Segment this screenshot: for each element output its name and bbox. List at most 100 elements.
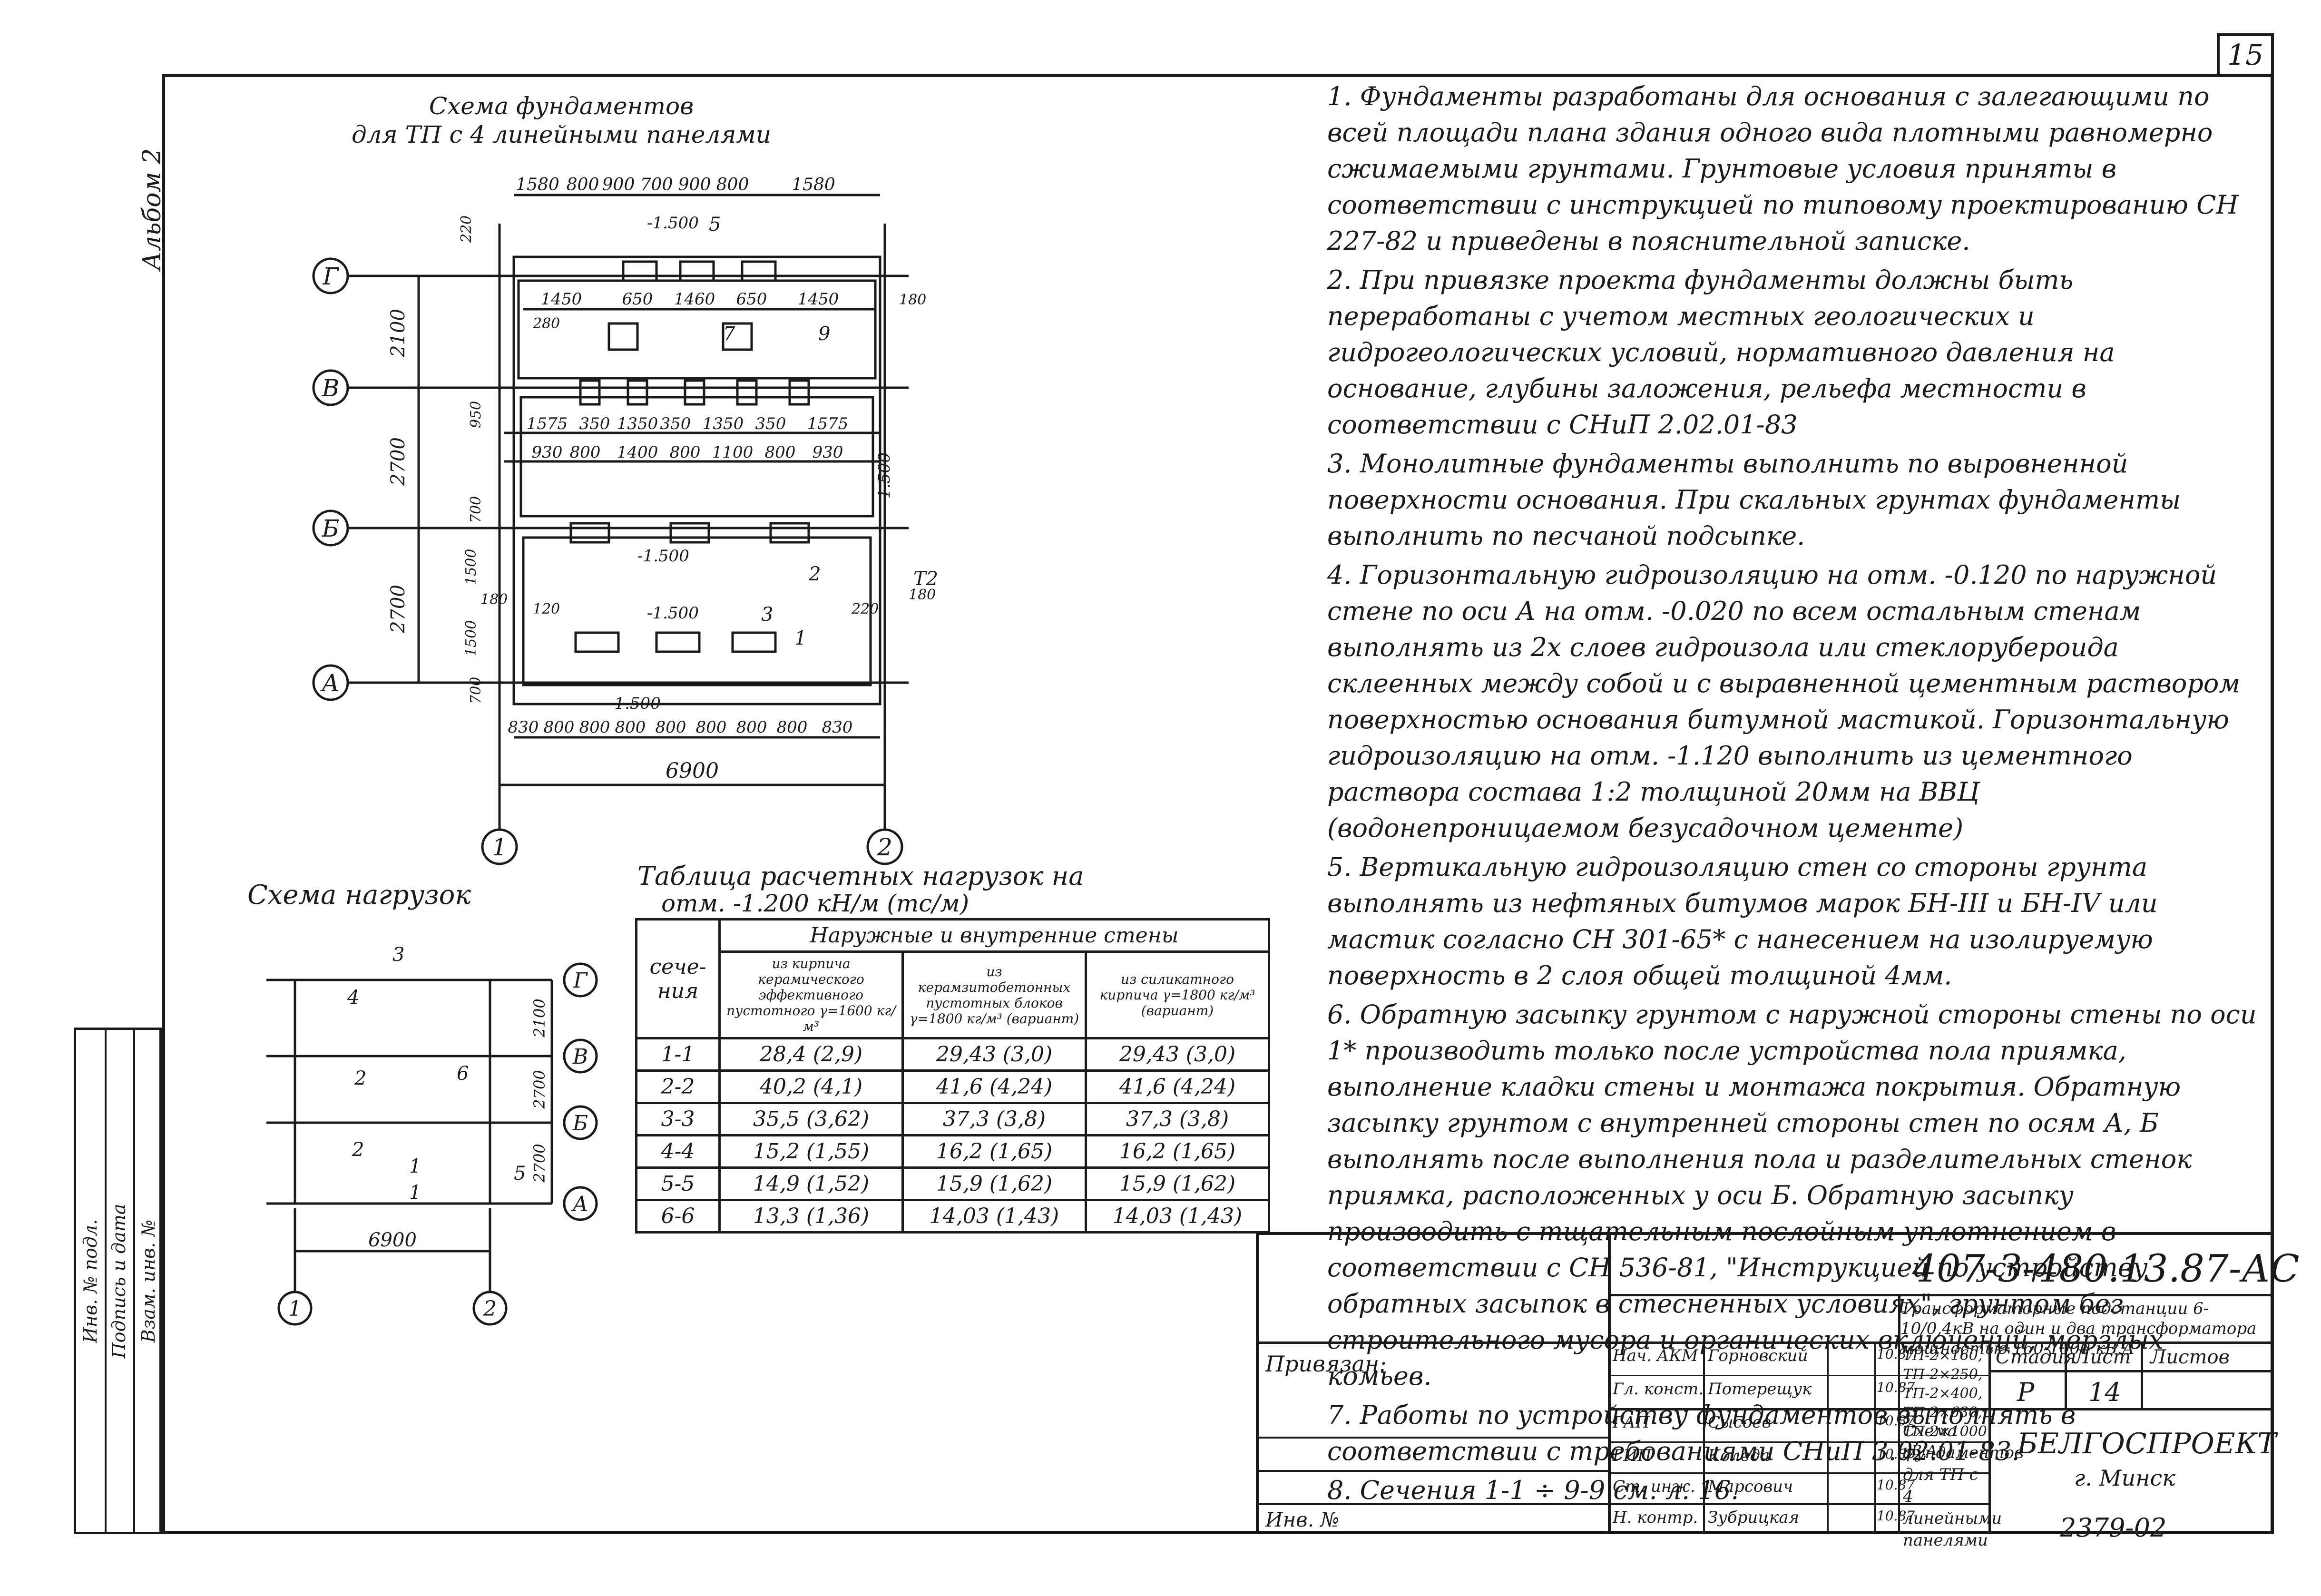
table-cell: 14,03 (1,43) [901, 1199, 1087, 1234]
mid-dim: 1460 [674, 290, 715, 309]
section-mark: 2 [808, 563, 821, 585]
signer-role: Ст. инж. [1613, 1477, 1695, 1496]
project-title: Трансформаторные подстанции 6-10/0,4кВ н… [1900, 1299, 2257, 1358]
table-cell: 2-2 [635, 1069, 721, 1104]
small-dim: 180 [909, 587, 936, 603]
loads-axis-b: Б [572, 1111, 588, 1136]
bottom-dim: 800 [579, 718, 610, 737]
table-cell: 29,43 (3,0) [1085, 1037, 1270, 1072]
table-cell: 41,6 (4,24) [1085, 1069, 1270, 1104]
table-cell: 4-4 [635, 1134, 721, 1169]
note-item: 6. Обратную засыпку грунтом с наружной с… [1327, 999, 2257, 1391]
elevation-mark: -1.500 [875, 452, 894, 504]
row2-dim: 1100 [712, 443, 754, 462]
row1-dim: 350 [660, 414, 691, 433]
table-cell: 3-3 [635, 1102, 721, 1136]
section-mark: T2 [913, 568, 938, 590]
note-item: 3. Монолитные фундаменты выполнить по вы… [1327, 449, 2181, 551]
load-table-title-2: отм. -1.200 кН/м (тс/м) [661, 890, 970, 917]
bottom-dim: 800 [736, 718, 767, 737]
bottom-dim: 830 [508, 718, 539, 737]
loads-section: 1 [409, 1182, 421, 1204]
top-dim: 800 [567, 175, 599, 195]
row1-dim: 1575 [527, 414, 568, 433]
doc-code: 407-3-480.13.87-АС [1912, 1246, 2300, 1291]
sheets-header: Листов [2150, 1346, 2230, 1368]
signer-role: Н. контр. [1613, 1508, 1698, 1527]
table-cell: 5-5 [635, 1166, 721, 1201]
load-table-col-header: из кирпича керамического эффективного пу… [718, 950, 904, 1039]
sheet-header: Лист [2074, 1346, 2131, 1368]
signer-name: Коледа [1708, 1446, 1770, 1465]
left-dim-2: 2700 [387, 437, 409, 486]
loads-title: Схема нагрузок [247, 880, 471, 911]
table-cell: 13,3 (1,36) [718, 1199, 904, 1234]
sheet-title: Схема фундаментов для ТП с 4 линейными п… [1903, 1421, 2024, 1550]
signer-name: Марсович [1708, 1477, 1793, 1496]
load-table-col-header: из керамзитобетонных пустотных блоков γ=… [901, 950, 1087, 1039]
note-item: 8. Сечения 1-1 ÷ 9-9 см. л. 16. [1327, 1475, 1739, 1505]
row2-dim: 1400 [617, 443, 658, 462]
loads-side-dim: 2100 [530, 999, 548, 1038]
axis-letter-a: А [320, 669, 340, 697]
mid-dim: 650 [622, 290, 653, 309]
load-table-group-header: Наружные и внутренние стены [718, 918, 1270, 953]
stage-value: Р [2017, 1377, 2035, 1407]
project-subtitle: ТП-2×160, ТП-2×250, ТП-2×400, ТП 2×630, … [1903, 1347, 1987, 1459]
mid-dim: 1450 [798, 290, 839, 309]
row1-dim: 350 [579, 414, 610, 433]
small-dim: 220 [458, 215, 475, 243]
axis-number-1: 1 [492, 833, 507, 861]
elevation-mark: -1.500 [609, 694, 661, 713]
signer-date: 10.87 [1877, 1380, 1915, 1395]
table-cell: 16,2 (1,65) [901, 1134, 1087, 1169]
loads-axis-2: 2 [483, 1297, 497, 1321]
side-album-label: Альбом 2 [138, 148, 166, 271]
foundation-title-1: Схема фундаментов [429, 92, 694, 120]
axis-letter-v: В [322, 374, 340, 402]
bottom-dim: 800 [696, 718, 727, 737]
top-dim: 800 [716, 175, 749, 195]
signer-date: 10.87 [1877, 1508, 1915, 1524]
table-cell: 37,3 (3,8) [1085, 1102, 1270, 1136]
row2-dim: 930 [532, 443, 563, 462]
row2-dim: 800 [670, 443, 701, 462]
foundation-title-2: для ТП с 4 линейными панелями [352, 121, 771, 148]
small-dim: 950 [468, 401, 484, 428]
table-cell: 15,9 (1,62) [1085, 1166, 1270, 1201]
load-table-col-header: из силикатного кирпича γ=1800 кг/м³ (вар… [1085, 950, 1270, 1039]
section-mark: 5 [709, 214, 721, 235]
small-dim: 1500 [463, 620, 480, 656]
section-mark: 1 [794, 627, 806, 649]
loads-axis-a: А [571, 1192, 588, 1216]
mid-dim: 650 [736, 290, 767, 309]
small-dim: 280 [532, 315, 560, 332]
top-dim: 900 [602, 175, 635, 195]
signer-name: Сысоев [1708, 1413, 1772, 1432]
top-dim: 900 [678, 175, 711, 195]
bottom-dim: 800 [656, 718, 686, 737]
axis-letter-b: Б [322, 515, 340, 542]
note-item: 7. Работы по устройству фундаментов выпо… [1327, 1400, 2076, 1466]
sheet-frame [162, 74, 2274, 1534]
row1-dim: 350 [755, 414, 786, 433]
small-dim: 1500 [463, 549, 480, 585]
table-cell: 15,9 (1,62) [901, 1166, 1087, 1201]
org-city: г. Минск [2074, 1465, 2175, 1491]
mid-dim: 1450 [541, 290, 582, 309]
top-dim: 1580 [792, 175, 835, 195]
table-cell: 14,9 (1,52) [718, 1166, 904, 1201]
table-cell: 1-1 [635, 1037, 721, 1072]
sheet-value: 14 [2088, 1377, 2121, 1407]
small-dim: 120 [533, 601, 560, 617]
left-dim-3: 2700 [387, 585, 409, 634]
loads-scheme: Схема нагрузок 1 2 Г В Б А 6900 2100 270… [247, 880, 598, 1326]
loads-section: 2 [354, 1067, 366, 1089]
table-cell: 41,6 (4,24) [901, 1069, 1087, 1104]
load-table-section-header: сече-ния [635, 918, 721, 1039]
bottom-code: 2379-02 [2060, 1513, 2167, 1543]
loads-axis-1: 1 [288, 1297, 302, 1321]
